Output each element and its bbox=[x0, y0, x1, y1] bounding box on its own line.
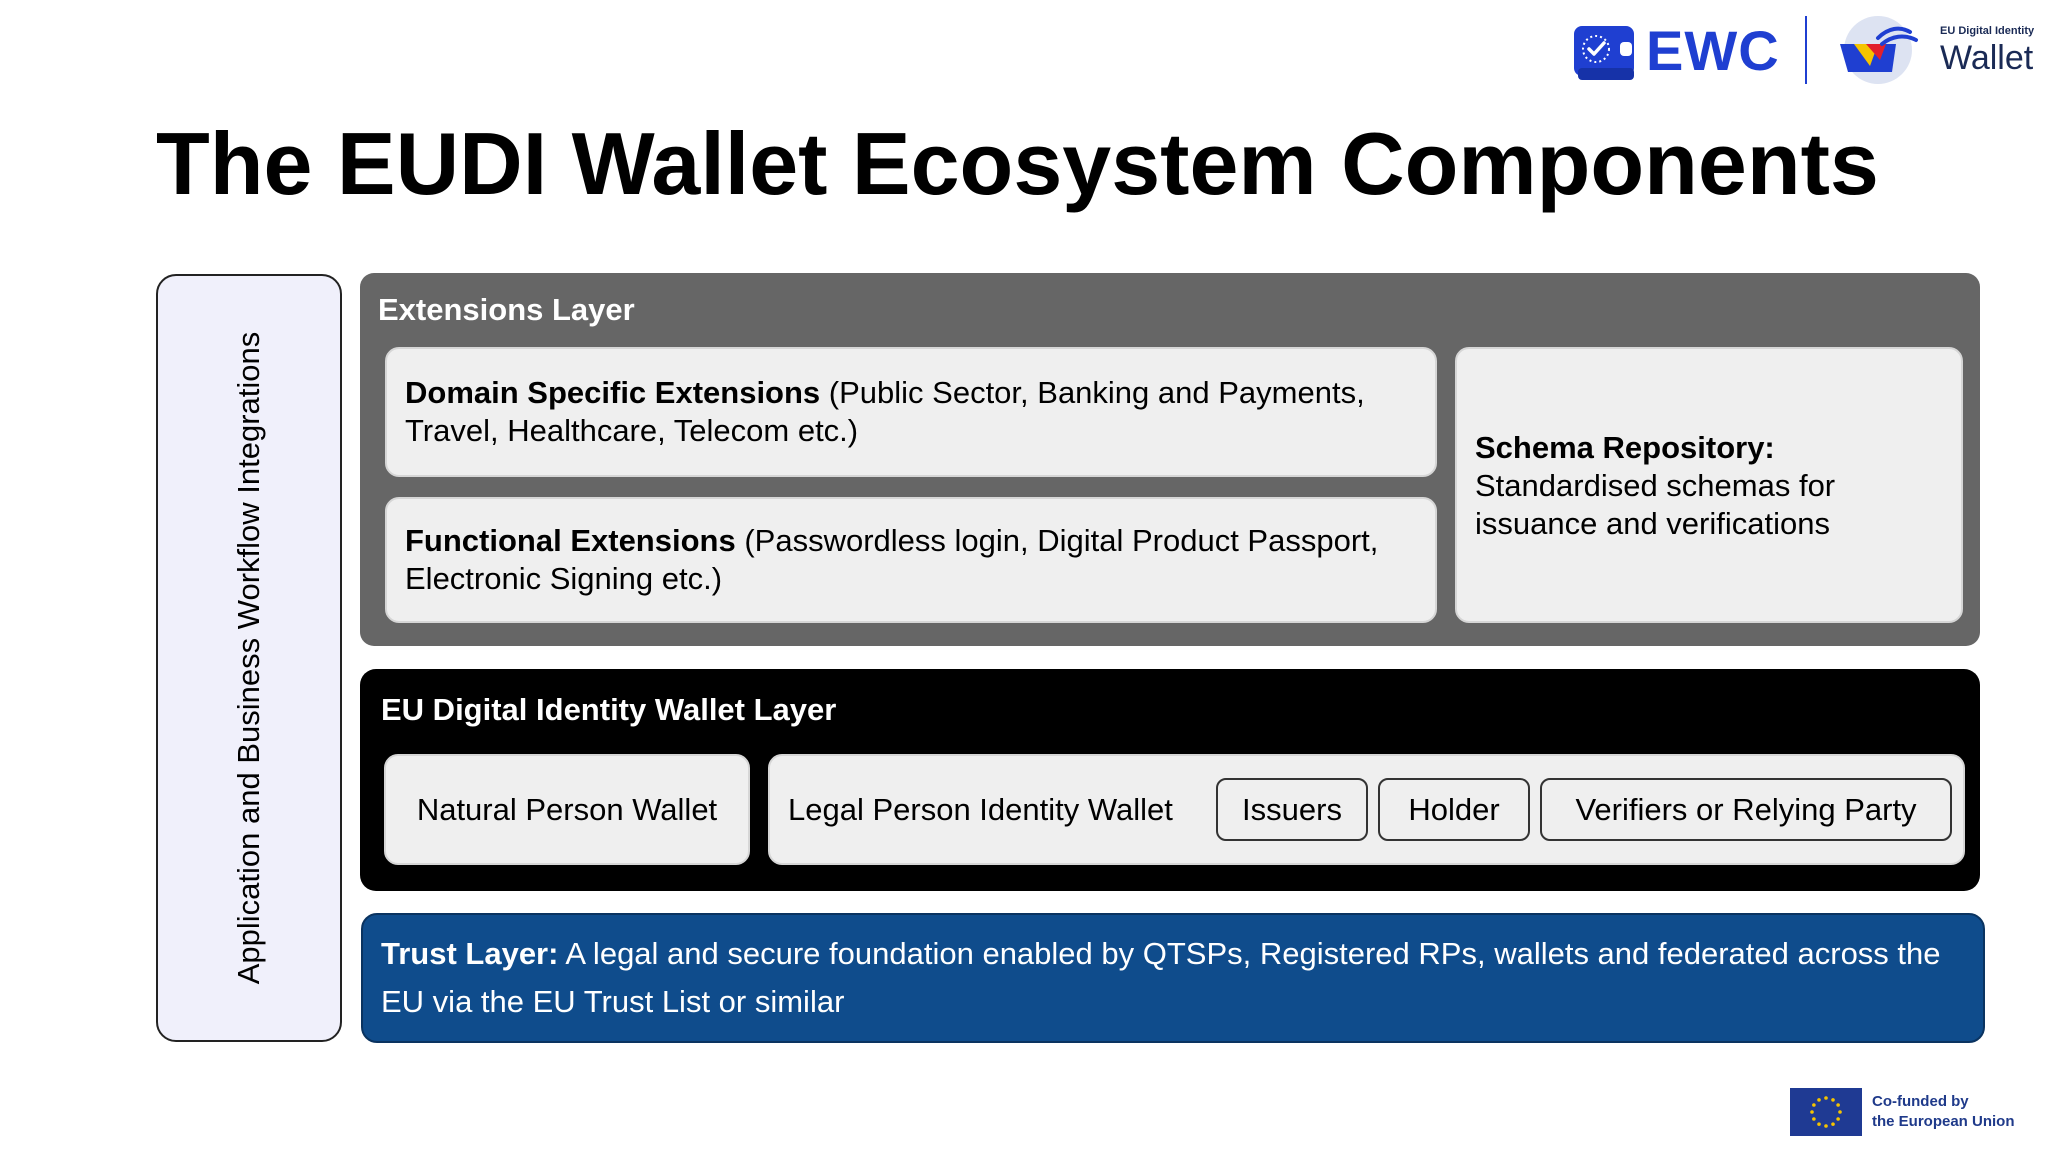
page-title: The EUDI Wallet Ecosystem Components bbox=[156, 114, 1879, 213]
eudi-wallet-logo-small: EU Digital Identity bbox=[1940, 24, 2035, 37]
trust-layer: Trust Layer: A legal and secure foundati… bbox=[361, 913, 1985, 1043]
functional-extensions-text: Functional Extensions (Passwordless logi… bbox=[405, 522, 1417, 598]
eu-flag-star bbox=[1824, 1124, 1828, 1128]
eudi-wallet-logo-big: Wallet bbox=[1940, 38, 2034, 77]
extensions-layer-title: Extensions Layer bbox=[378, 292, 635, 327]
eu-flag-star bbox=[1812, 1117, 1816, 1121]
eu-flag-star bbox=[1824, 1096, 1828, 1100]
eu-flag-star bbox=[1831, 1122, 1835, 1126]
eu-flag-star bbox=[1817, 1098, 1821, 1102]
legal-person-wallet-box: Legal Person Identity Wallet Issuers Hol… bbox=[768, 754, 1965, 865]
logo-divider bbox=[1805, 16, 1807, 84]
eu-cofunded-text: Co-funded by the European Union bbox=[1872, 1092, 2015, 1132]
ewc-logo: EWC bbox=[1572, 18, 1782, 84]
trust-layer-heading: Trust Layer: bbox=[381, 936, 559, 971]
natural-person-wallet-box: Natural Person Wallet bbox=[384, 754, 750, 865]
eu-flag-star bbox=[1810, 1110, 1814, 1114]
eu-flag-icon bbox=[1790, 1088, 1862, 1136]
trust-layer-text: Trust Layer: A legal and secure foundati… bbox=[381, 930, 1959, 1026]
eu-flag-star bbox=[1831, 1098, 1835, 1102]
role-verifiers: Verifiers or Relying Party bbox=[1540, 778, 1952, 841]
eudi-wallet-logo: EU Digital Identity Wallet bbox=[1826, 14, 2038, 86]
eu-flag-star bbox=[1836, 1117, 1840, 1121]
domain-extensions-text: Domain Specific Extensions (Public Secto… bbox=[405, 374, 1417, 450]
functional-extensions-heading: Functional Extensions bbox=[405, 523, 736, 558]
schema-repository-box: Schema Repository: Standardised schemas … bbox=[1455, 347, 1963, 623]
eudi-wallet-icon bbox=[1840, 16, 1918, 84]
role-issuers: Issuers bbox=[1216, 778, 1368, 841]
eu-flag-star bbox=[1817, 1122, 1821, 1126]
ewc-logo-text: EWC bbox=[1646, 19, 1780, 82]
legal-person-wallet-label: Legal Person Identity Wallet bbox=[788, 791, 1173, 827]
integrations-label: Application and Business Workflow Integr… bbox=[231, 331, 266, 985]
trust-layer-description: A legal and secure foundation enabled by… bbox=[381, 936, 1941, 1019]
functional-extensions-box: Functional Extensions (Passwordless logi… bbox=[385, 497, 1437, 623]
domain-extensions-heading: Domain Specific Extensions bbox=[405, 375, 821, 410]
role-holder-label: Holder bbox=[1408, 791, 1500, 827]
eu-cofunded-line1: Co-funded by bbox=[1872, 1093, 1969, 1110]
eu-flag-star bbox=[1838, 1110, 1842, 1114]
functional-extensions-description: (Passwordless login, Digital Product Pas… bbox=[405, 523, 1379, 596]
eu-cofunded-logo: Co-funded by the European Union bbox=[1790, 1088, 2040, 1136]
natural-person-wallet-label: Natural Person Wallet bbox=[416, 791, 718, 827]
role-verifiers-label: Verifiers or Relying Party bbox=[1575, 791, 1917, 827]
schema-repository-description: Standardised schemas for issuance and ve… bbox=[1475, 468, 1836, 541]
role-issuers-label: Issuers bbox=[1242, 791, 1342, 827]
integrations-side-panel: Application and Business Workflow Integr… bbox=[156, 274, 342, 1042]
domain-extensions-box: Domain Specific Extensions (Public Secto… bbox=[385, 347, 1437, 477]
eu-cofunded-line2: the European Union bbox=[1872, 1113, 2015, 1130]
eu-flag-star bbox=[1836, 1103, 1840, 1107]
eudi-wallet-layer-title: EU Digital Identity Wallet Layer bbox=[381, 692, 837, 727]
eudi-wallet-logo-text: EU Digital Identity Wallet bbox=[1940, 24, 2035, 77]
ewc-wallet-check-icon bbox=[1574, 26, 1634, 80]
eu-flag-star bbox=[1812, 1103, 1816, 1107]
schema-repository-text: Schema Repository: Standardised schemas … bbox=[1475, 429, 1943, 543]
domain-extensions-description: (Public Sector, Banking and Payments, Tr… bbox=[405, 375, 1365, 448]
role-holder: Holder bbox=[1378, 778, 1530, 841]
schema-repository-heading: Schema Repository: bbox=[1475, 430, 1775, 465]
